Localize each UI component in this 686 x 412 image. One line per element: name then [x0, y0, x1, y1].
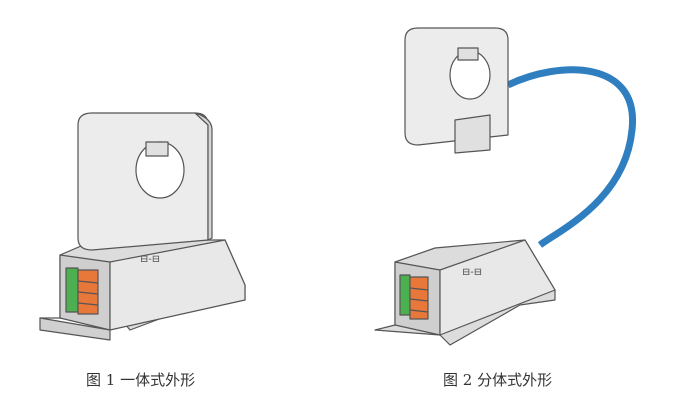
- terminal-block-green: [399, 274, 411, 316]
- integrated-sensor-illustration: ⊟-⊟: [39, 112, 246, 341]
- svg-text:⊟-⊟: ⊟-⊟: [462, 267, 482, 278]
- figure-2-caption: 图 2 分体式外形: [443, 371, 553, 389]
- connecting-cable: [506, 66, 636, 248]
- figure-1-caption: 图 1 一体式外形: [86, 371, 196, 389]
- split-sensor-illustration: ⊟-⊟: [374, 27, 636, 346]
- svg-text:⊟-⊟: ⊟-⊟: [140, 254, 160, 265]
- terminal-block-orange: [409, 276, 429, 320]
